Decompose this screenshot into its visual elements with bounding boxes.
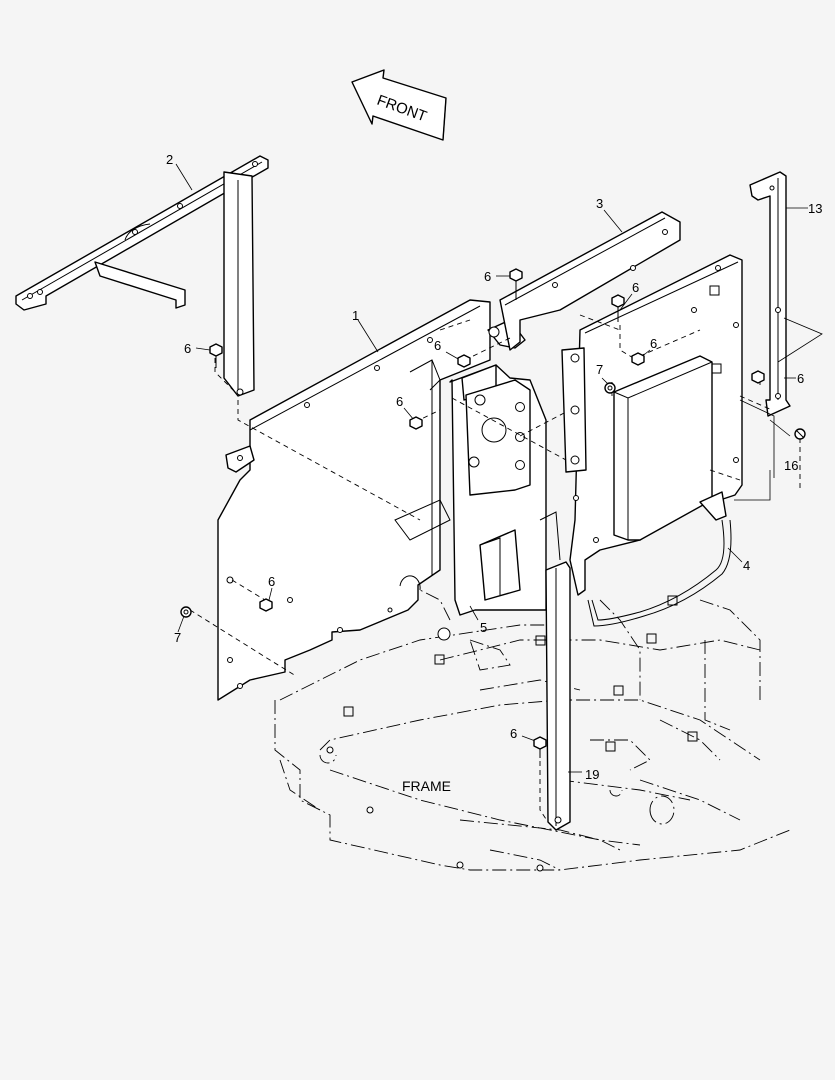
pin-16 — [794, 428, 806, 440]
front-arrow: FRONT — [351, 69, 447, 141]
bolt-6 — [457, 354, 471, 368]
fasteners — [180, 268, 806, 758]
part-3-top-bracket — [499, 211, 681, 351]
bolt-6 — [751, 370, 765, 384]
callout-7: 7 — [596, 362, 603, 377]
callout-6: 6 — [510, 726, 517, 741]
bolt-6 — [409, 416, 423, 430]
bolt-6 — [533, 736, 547, 758]
nut-7 — [180, 606, 192, 618]
bolt-6 — [611, 294, 625, 322]
bolt-6 — [509, 268, 523, 300]
frame-label: FRAME — [402, 778, 451, 794]
callout-6: 6 — [396, 394, 403, 409]
callout-2: 2 — [166, 152, 173, 167]
callout-6: 6 — [484, 269, 491, 284]
callout-5: 5 — [480, 620, 487, 635]
callout-6: 6 — [632, 280, 639, 295]
nut-7 — [604, 382, 616, 394]
part-1-left-panel — [217, 299, 491, 701]
part-4-cable — [587, 491, 732, 627]
part-5-center-column — [437, 319, 561, 641]
callout-1: 1 — [352, 308, 359, 323]
callout-labels: 2 3 13 1 6 6 6 6 6 6 6 6 6 7 7 16 4 5 19… — [166, 152, 822, 794]
callout-6: 6 — [184, 341, 191, 356]
callout-19: 19 — [585, 767, 599, 782]
callout-6: 6 — [434, 338, 441, 353]
callout-6: 6 — [268, 574, 275, 589]
frame-outline — [274, 589, 791, 872]
callout-6: 6 — [797, 371, 804, 386]
part-19-post — [545, 561, 571, 831]
callout-16: 16 — [784, 458, 798, 473]
callout-7: 7 — [174, 630, 181, 645]
callout-3: 3 — [596, 196, 603, 211]
bolt-6 — [259, 598, 273, 612]
bolt-6 — [631, 352, 645, 366]
bolt-6 — [209, 343, 223, 368]
callout-13: 13 — [808, 201, 822, 216]
part-2-bracket — [15, 155, 269, 397]
callout-6: 6 — [650, 336, 657, 351]
callout-4: 4 — [743, 558, 750, 573]
rear-panel — [561, 254, 743, 596]
